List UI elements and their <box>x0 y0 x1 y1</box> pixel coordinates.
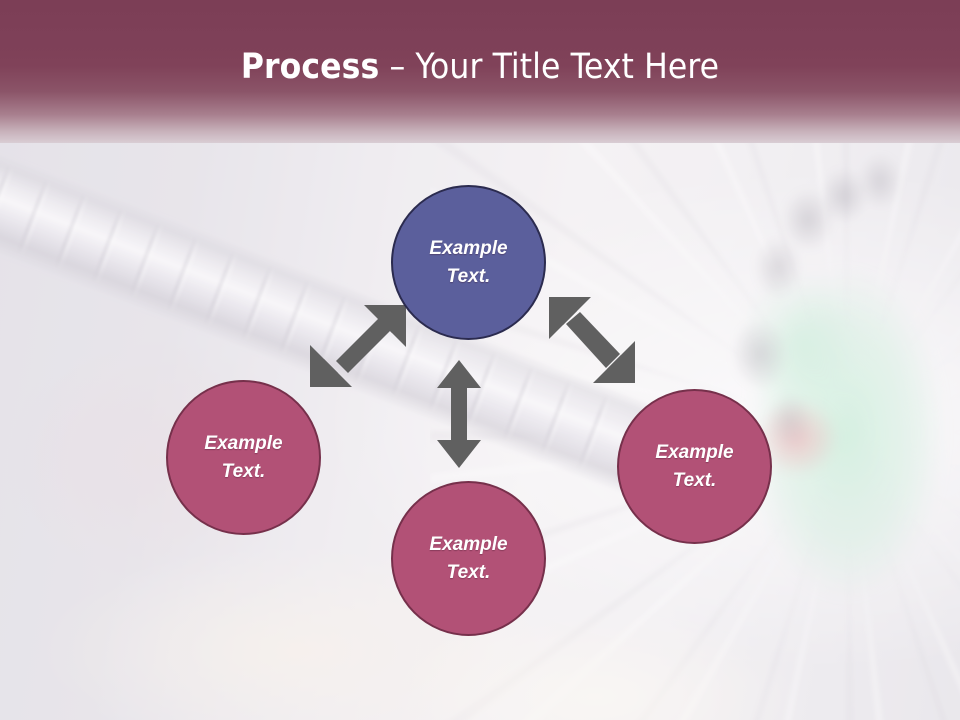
process-node-bottom[interactable]: Example Text. <box>391 481 546 636</box>
process-node-left-line1: Example <box>204 432 283 454</box>
process-node-bottom-line1: Example <box>429 533 508 555</box>
process-node-left-line2: Text. <box>221 460 266 482</box>
connector-top-to-right-icon <box>549 297 635 383</box>
process-node-top-line1: Example <box>429 237 508 259</box>
process-node-top-line2: Text. <box>446 265 491 287</box>
process-node-bottom-line2: Text. <box>446 561 491 583</box>
header-banner: Process – Your Title Text Here <box>0 0 960 143</box>
process-node-right-line1: Example <box>655 441 734 463</box>
page-title-bold: Process <box>240 47 380 87</box>
page-title: Process – Your Title Text Here <box>0 46 960 88</box>
process-node-top[interactable]: Example Text. <box>391 185 546 340</box>
connector-top-to-left-icon <box>310 305 406 387</box>
connector-top-to-bottom-icon <box>437 360 481 468</box>
process-node-left[interactable]: Example Text. <box>166 380 321 535</box>
process-node-right-line2: Text. <box>672 469 717 491</box>
page-title-rest: – Your Title Text Here <box>379 47 720 87</box>
process-node-right[interactable]: Example Text. <box>617 389 772 544</box>
